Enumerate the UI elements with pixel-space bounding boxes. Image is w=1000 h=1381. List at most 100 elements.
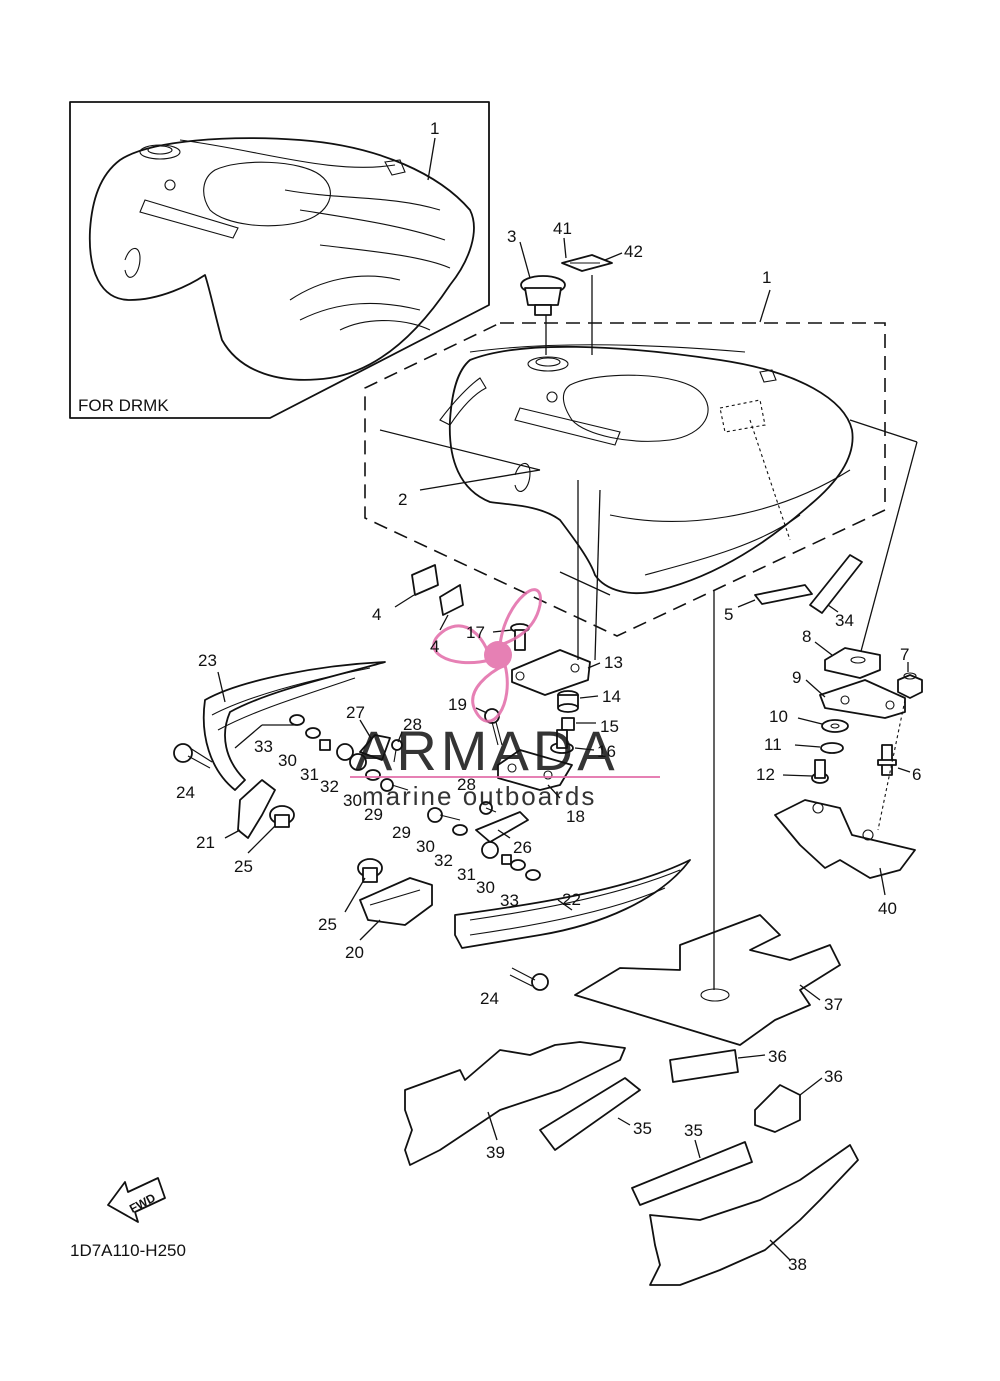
callout-25-b: 25 xyxy=(318,915,337,934)
sponge-36-left xyxy=(669,1049,739,1083)
callout-28-b: 28 xyxy=(457,775,476,794)
bolt-24-right xyxy=(509,967,549,991)
damper-14 xyxy=(557,690,579,713)
collar-15 xyxy=(561,717,575,731)
callout-42: 42 xyxy=(624,242,643,261)
callout-30-a: 30 xyxy=(278,751,297,770)
callout-1: 1 xyxy=(762,268,771,287)
bracket-21 xyxy=(237,779,276,839)
bracket-13 xyxy=(511,649,591,696)
bracket-40 xyxy=(774,799,916,879)
callout-15: 15 xyxy=(600,717,619,736)
callout-31-b: 31 xyxy=(457,865,476,884)
callout-35-a: 35 xyxy=(633,1119,652,1138)
bolt-29-left xyxy=(380,778,409,792)
callout-18: 18 xyxy=(566,807,585,826)
bolt-24-left xyxy=(173,743,213,769)
washer-30-right-a xyxy=(452,824,468,836)
bracket-26 xyxy=(475,811,529,843)
collar-31-left xyxy=(319,739,331,751)
washer-11 xyxy=(820,742,844,754)
emblem-right xyxy=(439,584,464,616)
callout-41: 41 xyxy=(553,219,572,238)
callout-12: 12 xyxy=(756,765,775,784)
grommet-32-left xyxy=(336,743,367,771)
washer-33-right xyxy=(525,869,541,881)
side-cover-39 xyxy=(404,1041,626,1166)
callout-32-a: 32 xyxy=(320,777,339,796)
callout-9: 9 xyxy=(792,668,801,687)
callout-30-c: 30 xyxy=(416,837,435,856)
watermark: ARMADA marine outboards xyxy=(350,588,660,811)
grommet-32-right xyxy=(481,841,499,859)
callout-23: 23 xyxy=(198,651,217,670)
collar-31-right xyxy=(501,854,512,865)
collar-25-left xyxy=(269,805,295,828)
watermark-brand: ARMADA xyxy=(355,719,619,782)
callout-4-b: 4 xyxy=(430,637,439,656)
side-cover-38 xyxy=(649,1144,859,1286)
callout-28-a: 28 xyxy=(403,715,422,734)
main-fuel-tank xyxy=(439,344,854,594)
callout-20: 20 xyxy=(345,943,364,962)
bolt-28-top xyxy=(391,739,403,763)
callout-21: 21 xyxy=(196,833,215,852)
callout-4-a: 4 xyxy=(372,605,381,624)
sponge-36-right xyxy=(754,1084,801,1133)
collar-25-right xyxy=(357,858,383,883)
callout-25-a: 25 xyxy=(234,857,253,876)
inset-callout-1: 1 xyxy=(430,119,439,138)
callout-27: 27 xyxy=(346,703,365,722)
callout-32-b: 32 xyxy=(434,851,453,870)
callout-labels: 1 2 3 4 4 5 6 7 8 9 10 11 12 13 14 15 16… xyxy=(176,219,921,1274)
callout-19: 19 xyxy=(448,695,467,714)
callout-29-a: 29 xyxy=(364,805,383,824)
sponge-35-lower xyxy=(631,1141,753,1206)
callout-14: 14 xyxy=(602,687,621,706)
callout-24-a: 24 xyxy=(176,783,195,802)
callout-36-b: 36 xyxy=(824,1067,843,1086)
callout-34: 34 xyxy=(835,611,854,630)
callout-24-b: 24 xyxy=(480,989,499,1008)
tank-pad-37 xyxy=(574,914,841,1046)
callout-16: 16 xyxy=(597,742,616,761)
callout-7: 7 xyxy=(900,645,909,664)
callout-30-d: 30 xyxy=(476,878,495,897)
callout-2: 2 xyxy=(398,490,407,509)
bolt-29-right xyxy=(427,807,461,823)
tape-strip-5 xyxy=(754,584,813,605)
callout-26: 26 xyxy=(513,838,532,857)
bolt-28-bottom xyxy=(479,801,497,815)
inset-fuel-tank xyxy=(88,137,475,381)
emblem-left xyxy=(411,564,439,596)
diagram-code: 1D7A110-H250 xyxy=(70,1241,186,1260)
washer-33-left xyxy=(289,714,305,726)
callout-40: 40 xyxy=(878,899,897,918)
bracket-9 xyxy=(819,679,906,719)
inset-caption: FOR DRMK xyxy=(78,396,169,415)
callout-6: 6 xyxy=(912,765,921,784)
callout-37: 37 xyxy=(824,995,843,1014)
side-cover-23 xyxy=(202,661,386,791)
callout-29-b: 29 xyxy=(392,823,411,842)
callout-31-a: 31 xyxy=(300,765,319,784)
washer-10 xyxy=(821,719,849,733)
stud-6 xyxy=(877,744,897,776)
side-cover-22 xyxy=(454,859,691,949)
bolt-16 xyxy=(550,729,574,754)
tank-assembly-boundary xyxy=(364,322,886,637)
bolt-12 xyxy=(811,759,829,784)
callout-22: 22 xyxy=(562,890,581,909)
fuel-cap xyxy=(520,275,566,316)
callout-36-a: 36 xyxy=(768,1047,787,1066)
callout-30-b: 30 xyxy=(343,791,362,810)
callout-10: 10 xyxy=(769,707,788,726)
washer-30-right-b xyxy=(510,859,526,871)
callout-33-b: 33 xyxy=(500,891,519,910)
callout-13: 13 xyxy=(604,653,623,672)
callout-39: 39 xyxy=(486,1143,505,1162)
tape-strip-34 xyxy=(809,554,863,614)
washer-30-left-a xyxy=(305,727,321,739)
callout-11: 11 xyxy=(764,735,782,754)
